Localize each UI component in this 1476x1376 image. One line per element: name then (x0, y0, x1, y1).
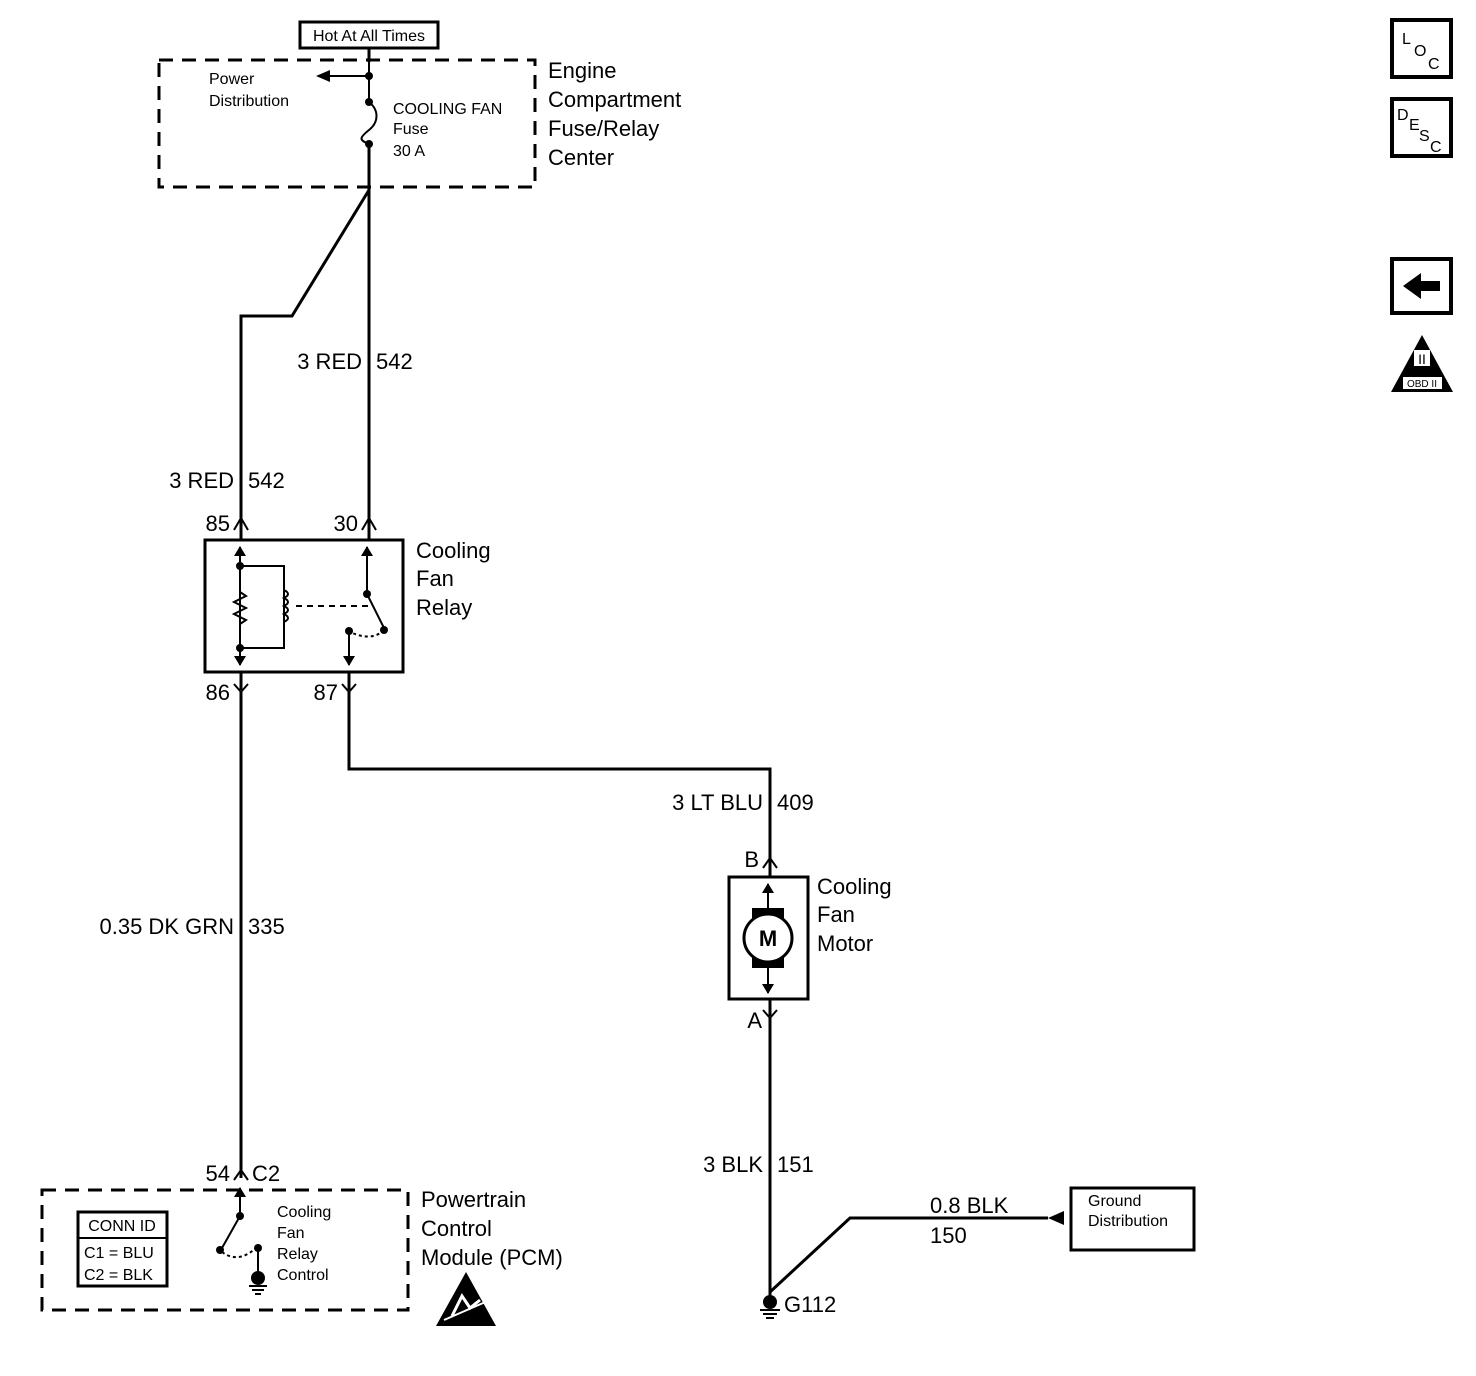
relay-pin-86: 86 (206, 680, 230, 705)
desc-letter-s: S (1419, 128, 1430, 145)
arrow-left-icon (316, 70, 369, 82)
pcm-control-label: Cooling (277, 1204, 331, 1221)
hot-label-text: Hot At All Times (313, 28, 425, 45)
motor-pin-a: A (747, 1008, 762, 1033)
loc-letter-o: O (1414, 43, 1426, 60)
pcm-title-2: Control (421, 1216, 492, 1241)
wire-gauge-label: 3 RED (297, 349, 362, 374)
back-arrow-icon (1403, 273, 1440, 299)
wire-gauge-label-4: 3 LT BLU (672, 790, 763, 815)
description-button[interactable]: D E S C (1390, 97, 1453, 158)
wire-circuit-label-6: 150 (930, 1223, 967, 1248)
fuse-center-title-4: Center (548, 145, 614, 170)
motor-title-2: Fan (817, 902, 855, 927)
obd-label: OBD II (1407, 379, 1437, 390)
wire-gauge-label-3: 0.35 DK GRN (100, 914, 235, 939)
wire-circuit-label-3: 335 (248, 914, 285, 939)
wire-gauge-label-2: 3 RED (169, 468, 234, 493)
hot-at-all-times-label: Hot At All Times (298, 20, 440, 50)
motor-symbol: M (759, 926, 777, 951)
esd-warning-icon (436, 1272, 496, 1326)
fuse-word-label: Fuse (393, 121, 429, 138)
fuse-relay-center-box (157, 58, 537, 189)
relay-pin-85: 85 (206, 511, 230, 536)
wire-circuit-label-5: 151 (777, 1152, 814, 1177)
relay-pin-30: 30 (334, 511, 358, 536)
pcm-control-label-3: Relay (277, 1246, 318, 1263)
back-button[interactable] (1390, 257, 1453, 315)
motor-title: Cooling (817, 874, 892, 899)
pcm-switch-icon (216, 1187, 267, 1295)
connector-female-icon-4 (233, 1168, 249, 1181)
fuse-name-label: COOLING FAN (393, 101, 502, 118)
loc-letter-c: C (1428, 56, 1440, 73)
relay-title-2: Fan (416, 566, 454, 591)
pcm-title: Powertrain (421, 1187, 526, 1212)
relay-pin-87: 87 (314, 680, 338, 705)
ground-distribution-label-2: Distribution (1088, 1213, 1168, 1230)
wire-gauge-label-6: 0.8 BLK (930, 1193, 1009, 1218)
conn-id-table (76, 1210, 169, 1288)
pcm-box (40, 1188, 410, 1312)
motor-title-3: Motor (817, 931, 873, 956)
location-button[interactable]: L O C (1390, 18, 1453, 79)
fuse-center-title: Engine (548, 58, 617, 83)
desc-letter-d: D (1397, 107, 1409, 124)
conn-c1-label: C1 = BLU (84, 1245, 154, 1262)
relay-title: Cooling (416, 538, 491, 563)
relay-switch-icon (343, 546, 388, 666)
ground-distribution-label: Ground (1088, 1193, 1141, 1210)
fuse-rating-label: 30 A (393, 143, 425, 160)
relay-title-3: Relay (416, 595, 472, 620)
ground-icon (760, 1295, 780, 1319)
ground-id-label: G112 (784, 1292, 836, 1317)
obd-numeral: II (1418, 351, 1426, 367)
wire-542-to-pin85 (239, 189, 371, 518)
desc-letter-e: E (1409, 117, 1420, 134)
wire-circuit-label: 542 (376, 349, 413, 374)
pcm-connector-c2: C2 (252, 1161, 280, 1186)
power-distribution-label: Power (209, 71, 255, 88)
desc-letter-c: C (1430, 139, 1442, 156)
motor-icon (742, 883, 794, 994)
wire-409 (347, 692, 772, 858)
conn-id-title: CONN ID (88, 1218, 156, 1235)
pcm-control-label-2: Fan (277, 1225, 305, 1242)
conn-c2-label: C2 = BLK (84, 1267, 153, 1284)
obd-ii-button[interactable]: II OBD II (1391, 335, 1453, 392)
fuse-center-title-2: Compartment (548, 87, 681, 112)
obd-ii-icon (1391, 335, 1453, 392)
arrow-right-icon (1048, 1211, 1064, 1225)
ground-distribution-box (1069, 1186, 1196, 1252)
pcm-control-label-4: Control (277, 1267, 329, 1284)
wire-150 (768, 1216, 1048, 1294)
pcm-title-3: Module (PCM) (421, 1245, 563, 1270)
fuse-center-title-3: Fuse/Relay (548, 116, 659, 141)
wire-gauge-label-5: 3 BLK (703, 1152, 763, 1177)
pcm-pin-54: 54 (206, 1161, 230, 1186)
loc-letter-l: L (1402, 31, 1411, 48)
wire-circuit-label-4: 409 (777, 790, 814, 815)
power-distribution-label-2: Distribution (209, 93, 289, 110)
fuse-icon (360, 98, 378, 148)
wire-circuit-label-2: 542 (248, 468, 285, 493)
relay-coil-icon (231, 546, 289, 666)
motor-pin-b: B (744, 847, 759, 872)
